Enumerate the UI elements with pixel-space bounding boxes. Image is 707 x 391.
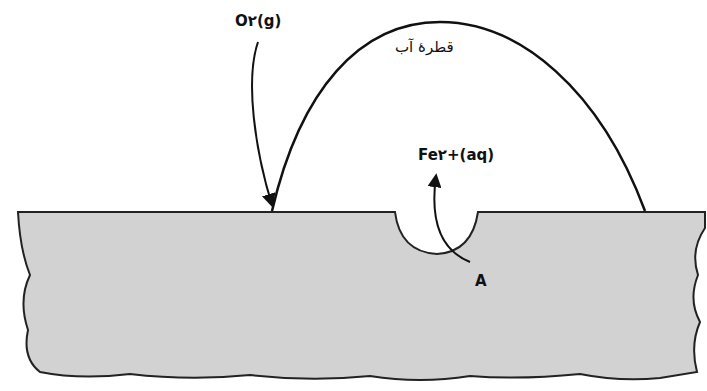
- iron-block: [18, 212, 705, 380]
- oxygen-label: O۲(g): [235, 12, 281, 30]
- water-drop-label: قطرهٔ آب: [395, 38, 454, 56]
- anode-label: A: [475, 272, 487, 290]
- iron-ion-label: Fe۲+(aq): [418, 146, 494, 164]
- water-droplet: [272, 22, 645, 211]
- oxygen-arrow: [252, 42, 272, 205]
- iron-ion-arrow: [434, 176, 470, 262]
